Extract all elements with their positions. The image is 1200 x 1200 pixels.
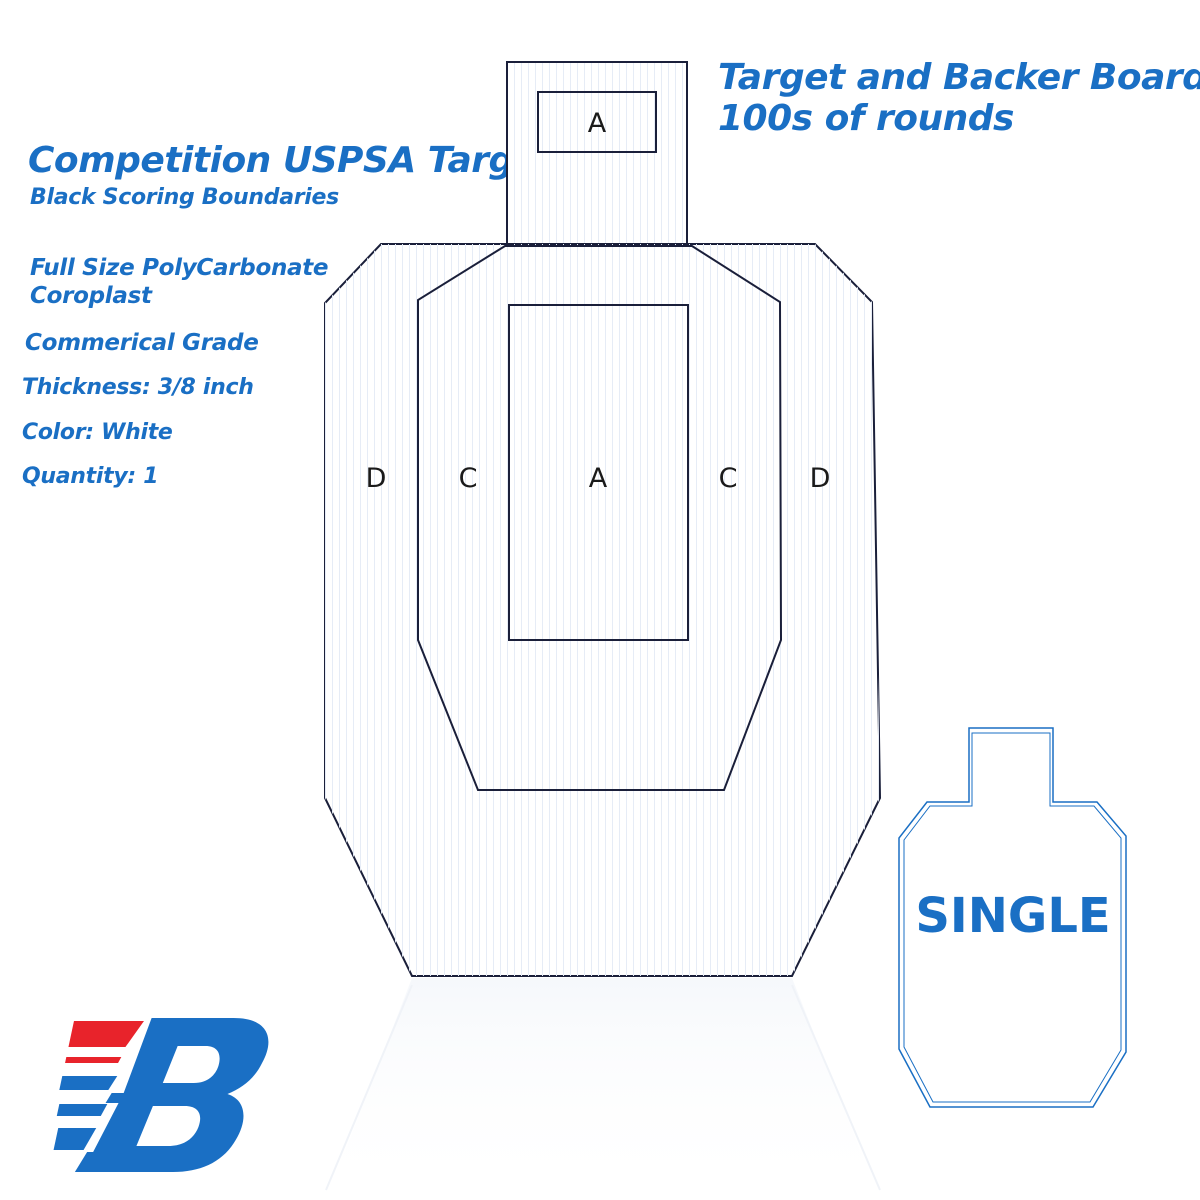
- target-a-zone: [508, 304, 689, 641]
- single-target-badge: SINGLE: [898, 727, 1127, 1108]
- logo-letter-b: [74, 1018, 269, 1172]
- main-target: A A C C D D: [324, 61, 882, 977]
- target-reflection: [325, 978, 881, 1200]
- center-zone-label: A: [589, 463, 608, 494]
- spec-quantity: Quantity: 1: [22, 464, 159, 489]
- spec-grade: Commerical Grade: [25, 330, 259, 356]
- spec-material-line2: Coroplast: [30, 283, 152, 309]
- product-title: Competition USPSA Target: [28, 140, 555, 181]
- spec-material-line1: Full Size PolyCarbonate: [30, 255, 329, 281]
- spec-thickness: Thickness: 3/8 inch: [22, 375, 254, 400]
- head-zone-label: A: [588, 108, 607, 139]
- head-a-zone: [537, 91, 657, 153]
- spec-color: Color: White: [22, 420, 173, 445]
- target-c-zone: [417, 245, 783, 791]
- logo-red-bar-bottom: [65, 1057, 122, 1063]
- brand-logo: [53, 1018, 269, 1172]
- left-d-zone-label: D: [366, 463, 387, 494]
- single-label: SINGLE: [915, 888, 1110, 944]
- logo-red-bar-top: [68, 1021, 144, 1047]
- right-d-zone-label: D: [810, 463, 831, 494]
- left-c-zone-label: C: [459, 463, 478, 494]
- right-c-zone-label: C: [719, 463, 738, 494]
- tagline-line2: 100s of rounds: [718, 98, 1014, 139]
- tagline-line1: Target and Backer Board: [718, 57, 1200, 98]
- product-subtitle: Black Scoring Boundaries: [30, 185, 339, 210]
